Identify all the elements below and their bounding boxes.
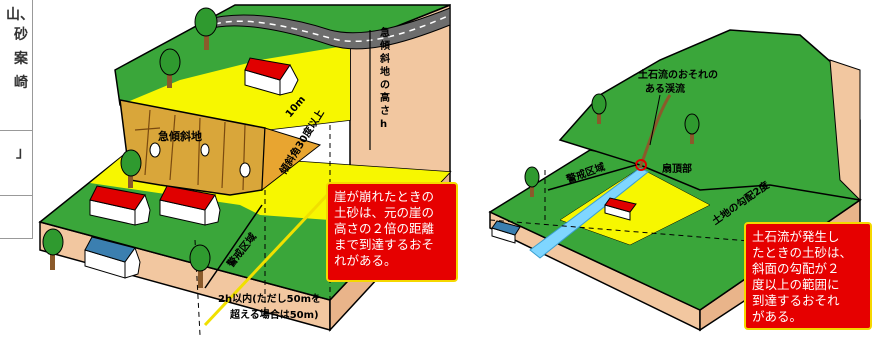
house-blue [84,236,141,279]
caution-arrow-right [547,164,637,191]
side-table-divider [0,195,32,196]
stream-label-line1: 土石流のおそれの [638,68,718,81]
side-table-divider [0,130,32,131]
side-table-char: 崎 [14,75,28,91]
slope-angle-wedge [261,127,322,192]
debris-flow-callout: 土石流が発生し たときの土砂は、 斜面の勾配が２ 度以上の範囲に 到達するおそれ… [744,222,872,330]
stream-label-line2: ある渓流 [645,82,685,95]
upper-caution-zone [120,45,350,130]
apex-label: 扇頂部 [662,162,692,175]
road-centerline [214,15,449,43]
side-table-char: 砂 [14,27,28,43]
rock [239,162,251,178]
mountain-side [829,59,861,202]
cliff-callout: 崖が崩れたときの 土砂は、元の崖の 高さの２倍の距離 まで到達するおそ れがある… [326,182,458,282]
stream [529,167,649,259]
road [204,7,451,50]
house-red [159,185,221,226]
tree [194,7,218,50]
side-table-char: 山、 [6,7,34,23]
fan-caution-zone [559,167,711,246]
extent-dash-line [194,239,201,336]
extent-label-line2: 超える場合は50m) [229,308,319,321]
tree [189,244,211,288]
tree [524,166,540,197]
tree [684,113,700,144]
house-red [244,57,299,96]
house-red [604,197,637,221]
tree [42,228,64,270]
caution-zone-arrow [204,204,263,289]
side-table-char: 案 [14,51,28,67]
rock [149,142,161,158]
house-red [89,185,151,226]
stream-label-leader [649,94,661,146]
steep-slope-label: 急傾斜地 [158,129,202,143]
extent-label-line1: 2h以内(ただし50mを [218,292,321,305]
house-blue [491,220,521,244]
extent-arrow [203,190,332,327]
side-table: 山、 砂 案 崎 」 [0,0,34,239]
rock [200,143,210,157]
tree [159,48,181,88]
tree [120,149,142,188]
tree [591,93,607,124]
cliff-cracks [134,109,246,191]
side-table-char: 」 [16,145,30,161]
